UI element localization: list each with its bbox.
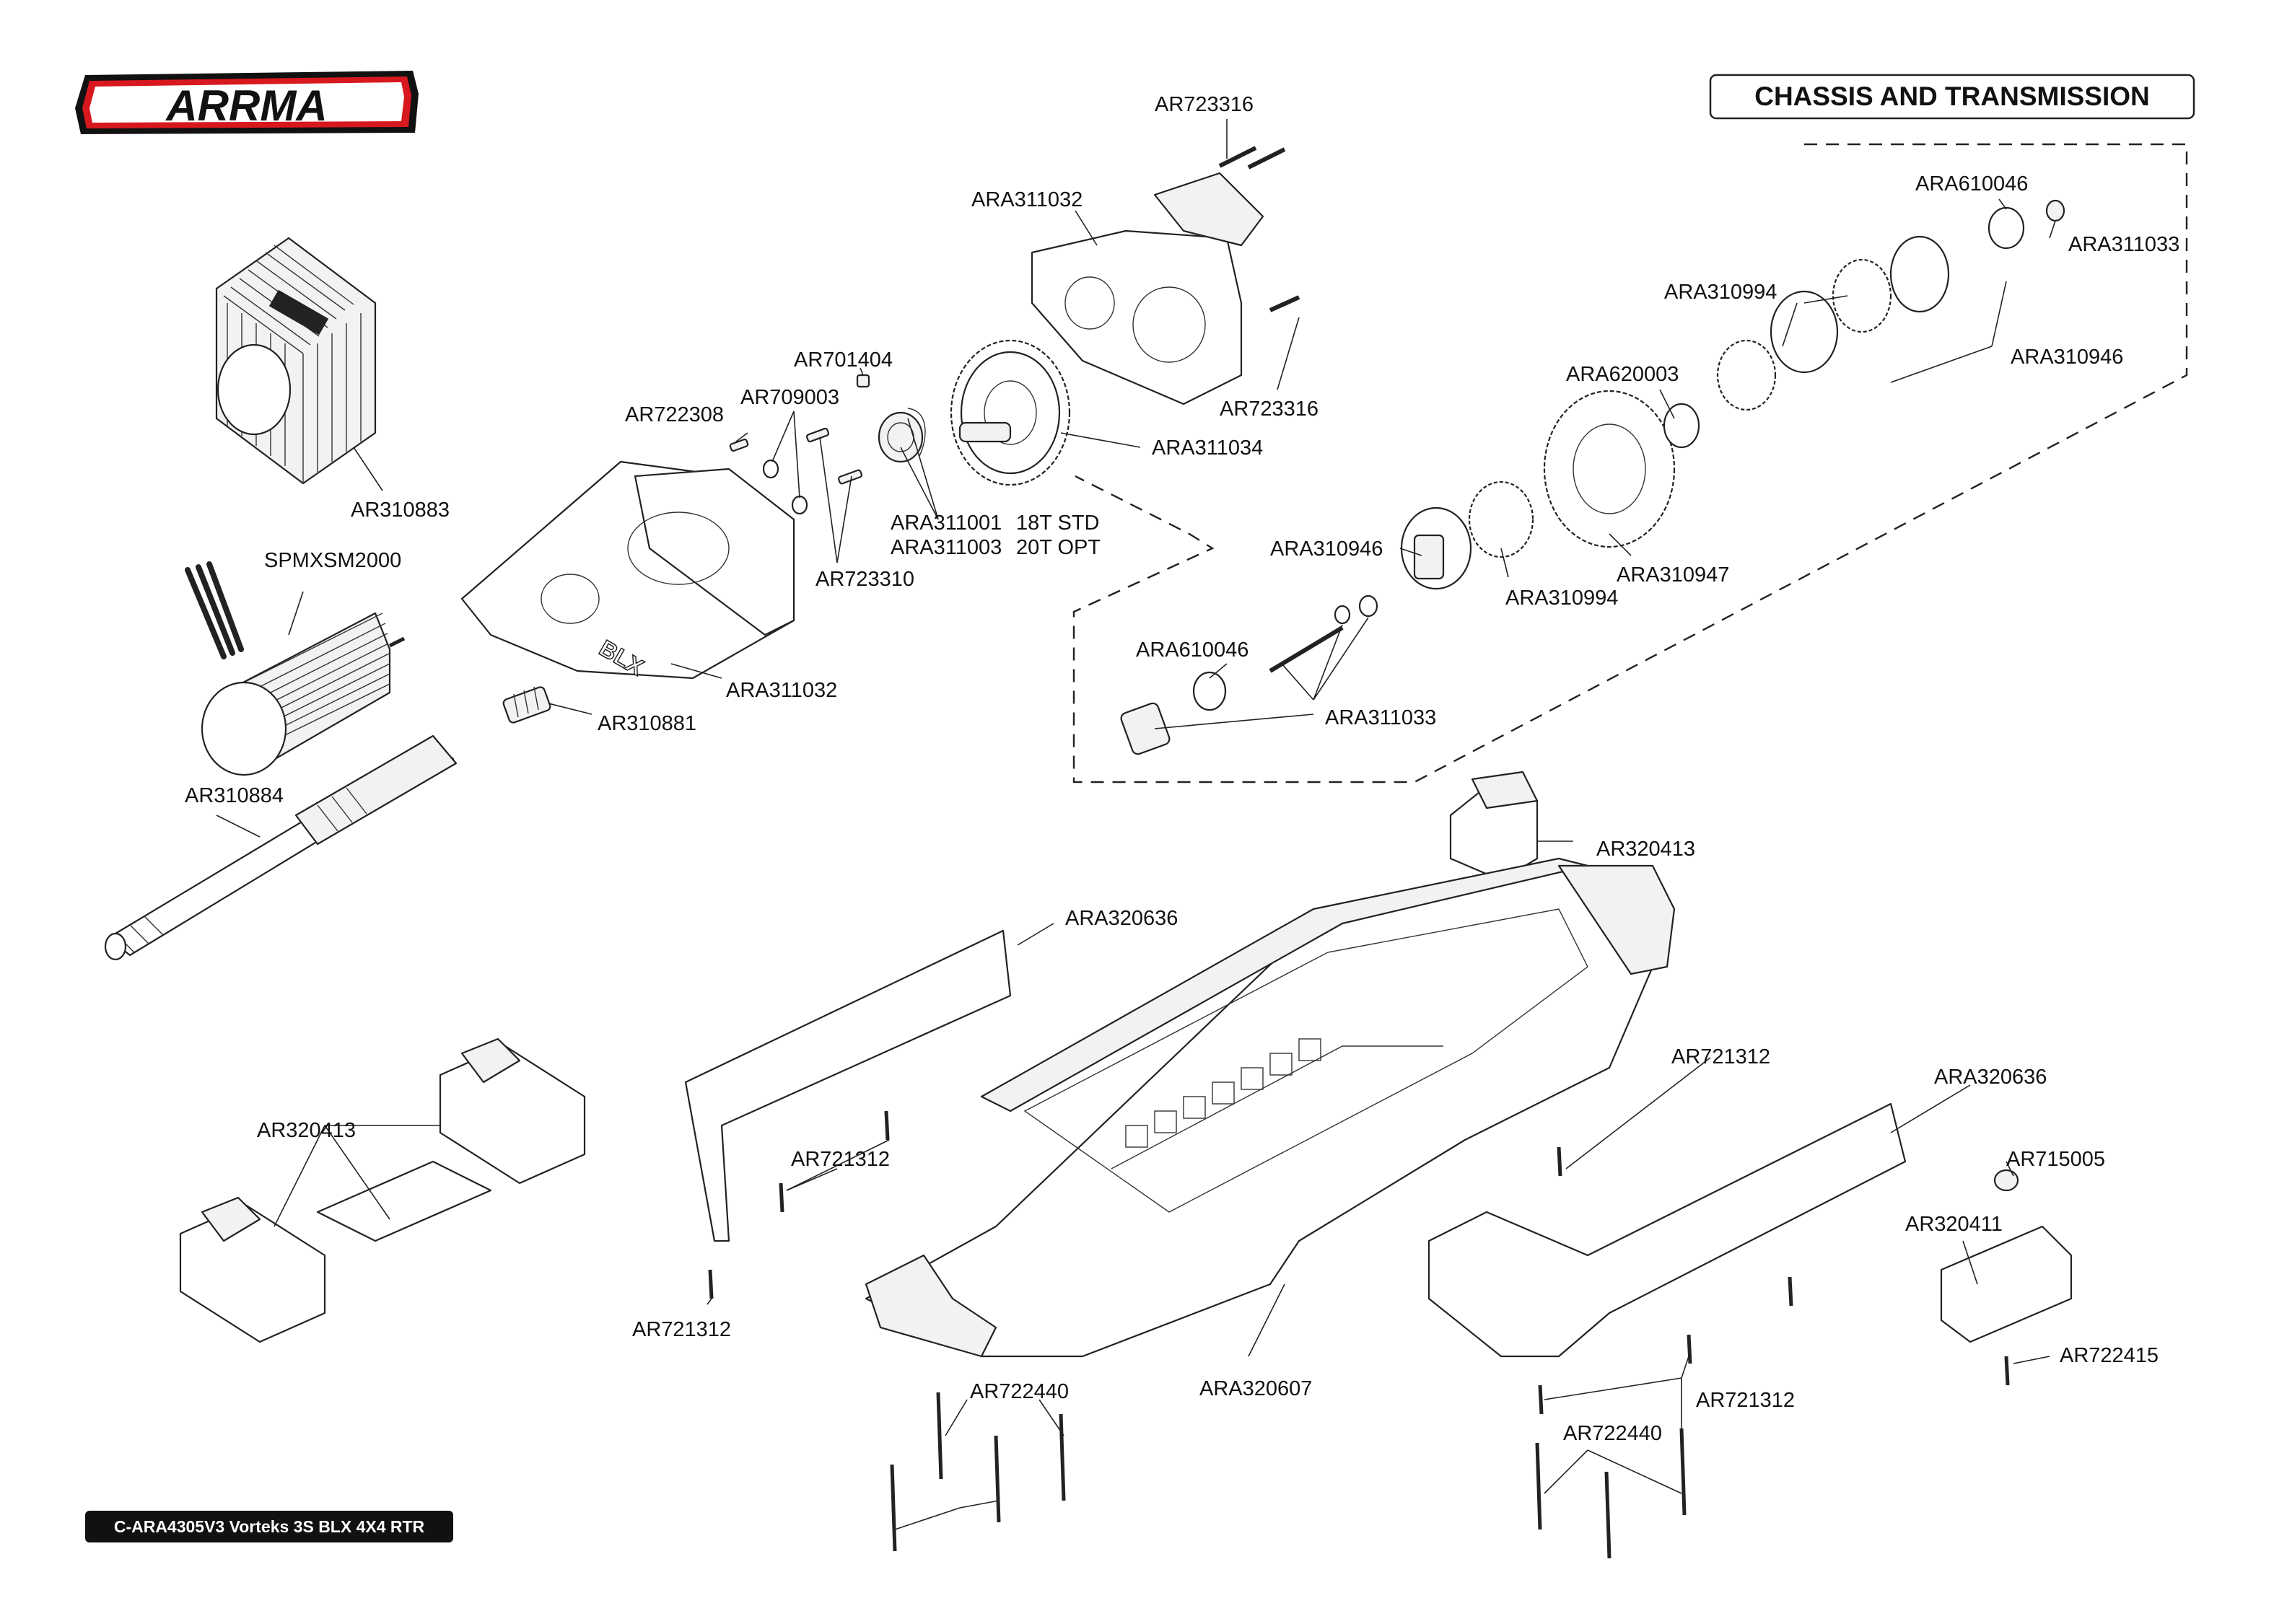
leader-lines	[216, 119, 2056, 1530]
label-ara610046-left: ARA610046	[1136, 638, 1248, 662]
label-ara610046-right: ARA610046	[1915, 172, 2028, 196]
label-ar709003: AR709003	[740, 386, 839, 409]
label-ar721312-c: AR721312	[1671, 1045, 1770, 1068]
label-ar722308: AR722308	[625, 403, 724, 426]
label-ara620003: ARA620003	[1566, 363, 1679, 386]
label-ar320413-left: AR320413	[257, 1119, 356, 1142]
label-ara320636-right: ARA320636	[1934, 1066, 2047, 1089]
label-ara311001: ARA311001	[891, 512, 1002, 535]
label-ara310994-left: ARA310994	[1505, 587, 1618, 610]
label-ar715005: AR715005	[2006, 1148, 2105, 1171]
footer-badge: C-ARA4305V3 Vorteks 3S BLX 4X4 RTR	[85, 1511, 453, 1542]
label-ara311034: ARA311034	[1152, 436, 1263, 460]
footer-text: C-ARA4305V3 Vorteks 3S BLX 4X4 RTR	[114, 1517, 425, 1536]
label-ara310946-left: ARA310946	[1270, 537, 1383, 561]
label-ar320411: AR320411	[1905, 1213, 2003, 1236]
label-ara311032-top: ARA311032	[971, 188, 1083, 211]
label-ara311003: ARA311003	[891, 536, 1002, 559]
battery-hold-down-mounts-left	[179, 1037, 586, 1343]
battery-hold-down-mount-top	[1449, 771, 1539, 882]
spur-gear-assembly	[950, 339, 1071, 486]
page-title: CHASSIS AND TRANSMISSION	[1754, 82, 2150, 111]
arrma-logo: ARRMA	[75, 71, 419, 134]
main-chassis	[865, 857, 1676, 1358]
label-ar722415: AR722415	[2060, 1344, 2159, 1367]
part-labels: AR723316 ARA311032 AR723316 ARA311034 AR…	[185, 93, 2179, 1445]
label-ar721312-a: AR721312	[791, 1148, 890, 1171]
label-ara311032-low: ARA311032	[726, 679, 837, 702]
motor-heatsink	[215, 237, 377, 485]
center-drive-shaft	[104, 734, 458, 961]
label-ar721312-d: AR721312	[1696, 1389, 1795, 1412]
label-ar721312-b: AR721312	[632, 1318, 731, 1341]
rear-bumper-mount	[1940, 1169, 2073, 1343]
label-ar701404: AR701404	[794, 348, 893, 372]
label-ara310947: ARA310947	[1617, 563, 1729, 587]
label-ar723316-top: AR723316	[1155, 93, 1254, 116]
right-side-guard	[1427, 1102, 1907, 1358]
label-ar320413-top: AR320413	[1596, 838, 1695, 861]
label-ara320636-left: ARA320636	[1065, 907, 1178, 930]
label-20t-opt: 20T OPT	[1016, 536, 1101, 559]
label-spmxsm2000: SPMXSM2000	[264, 549, 401, 572]
differential-group-outline	[1072, 143, 2188, 784]
label-ara310994-right: ARA310994	[1664, 281, 1777, 304]
label-ara311033-right: ARA311033	[2068, 233, 2179, 256]
page-title-box: CHASSIS AND TRANSMISSION	[1709, 74, 2195, 120]
label-ara320607: ARA320607	[1199, 1377, 1312, 1400]
label-ar723316-mid: AR723316	[1220, 398, 1319, 421]
label-ar310883: AR310883	[351, 499, 450, 522]
chassis-screws	[708, 1110, 2010, 1559]
gear-mesh-hardware	[729, 374, 926, 515]
left-side-guard	[684, 929, 1012, 1242]
label-18t-std: 18T STD	[1016, 512, 1100, 535]
label-ar723310: AR723310	[815, 568, 914, 591]
logo-text: ARRMA	[165, 82, 327, 130]
label-ar722440-right: AR722440	[1563, 1422, 1662, 1445]
spur-gear-cover	[1031, 172, 1264, 405]
brushless-motor	[185, 561, 406, 776]
label-ar310884: AR310884	[185, 784, 284, 807]
label-ara310946-right: ARA310946	[2011, 346, 2123, 369]
label-ar722440-left: AR722440	[970, 1380, 1069, 1403]
label-ar310881: AR310881	[598, 712, 696, 735]
differential-parts	[1120, 199, 2065, 755]
slipper-coupler	[502, 686, 551, 724]
motor-mount-plate: BLX	[460, 460, 795, 681]
label-ara311033-left: ARA311033	[1325, 706, 1436, 729]
cover-screws	[1218, 146, 1300, 312]
